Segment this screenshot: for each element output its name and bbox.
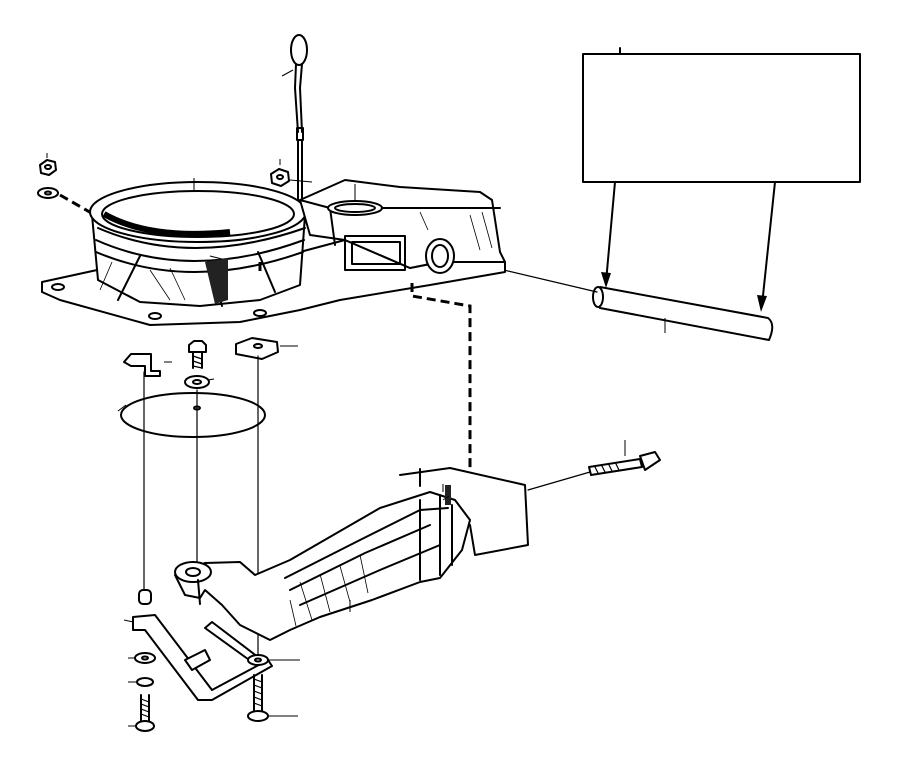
bracket-icon [174, 467, 529, 641]
nut-icon [270, 159, 313, 187]
clip-icon [123, 353, 172, 377]
washer-icon [184, 375, 215, 389]
nut-icon [39, 153, 57, 176]
washer-icon [128, 677, 154, 687]
long-bolt-icon [527, 440, 661, 491]
bushing-icon [138, 589, 152, 605]
mount-pad-icon [235, 337, 298, 360]
callout-box [582, 47, 861, 312]
dipstick-icon [281, 34, 308, 211]
bolt-icon [188, 340, 207, 369]
washer-icon [247, 654, 300, 666]
washer-icon [128, 652, 156, 664]
screw-icon [128, 694, 155, 732]
screw-icon [247, 674, 298, 722]
gasket-icon [117, 392, 266, 438]
spring-plate-icon [123, 614, 273, 701]
housing-icon [41, 178, 506, 525]
washer-icon [37, 187, 101, 220]
